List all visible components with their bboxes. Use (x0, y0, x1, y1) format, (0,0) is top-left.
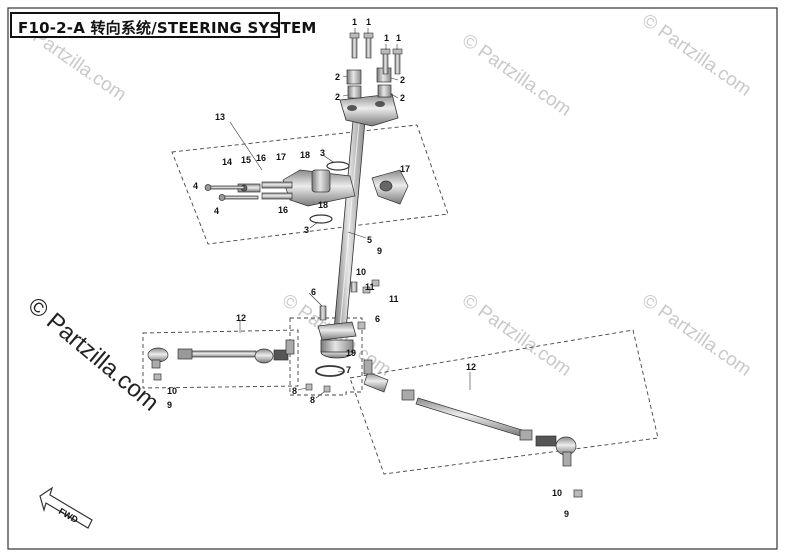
right-tie-rod-group-box (349, 329, 659, 475)
left-tie-rod (147, 339, 295, 381)
handlebar-clamp-plate (339, 93, 399, 127)
callout-12: 12 (236, 313, 246, 323)
page-title: F10-2-A 转向系统/STEERING SYSTEM (18, 19, 317, 37)
callout-1: 1 (396, 33, 401, 43)
page-border (7, 7, 778, 550)
steering-column-shaft (333, 109, 367, 331)
callout-3: 3 (320, 148, 325, 158)
callout-5: 5 (367, 235, 372, 245)
callout-3: 3 (304, 225, 309, 235)
callout-4: 4 (214, 206, 219, 216)
callout-11: 11 (365, 282, 375, 292)
callout-8: 8 (292, 386, 297, 396)
callout-10: 10 (167, 386, 177, 396)
title-box: F10-2-A 转向系统/STEERING SYSTEM (10, 12, 316, 38)
callout-14: 14 (222, 157, 232, 167)
callout-2: 2 (335, 72, 340, 82)
callout-17: 17 (400, 164, 410, 174)
callout-19: 19 (346, 348, 356, 358)
callout-6: 6 (375, 314, 380, 324)
callout-1: 1 (352, 17, 357, 27)
column-fasteners (305, 279, 380, 393)
tie-rod-bracket-group-box (171, 124, 449, 245)
handlebar-clamp-blocks (346, 67, 392, 99)
callout-2: 2 (400, 93, 405, 103)
right-tie-rod (363, 359, 583, 498)
callout-11: 11 (389, 294, 399, 304)
leader-lines (229, 28, 471, 399)
callout-1: 1 (366, 17, 371, 27)
callout-17: 17 (276, 152, 286, 162)
callout-15: 15 (241, 155, 251, 165)
lower-bearing-housing (315, 321, 357, 377)
callout-4: 4 (193, 181, 198, 191)
o-ring-lower (309, 214, 333, 224)
callout-16: 16 (256, 153, 266, 163)
callout-12: 12 (466, 362, 476, 372)
o-ring-upper (326, 161, 350, 171)
callout-1: 1 (384, 33, 389, 43)
callout-10: 10 (356, 267, 366, 277)
clamp-bolts (349, 32, 403, 75)
callout-8: 8 (310, 395, 315, 405)
callout-16: 16 (278, 205, 288, 215)
callout-18: 18 (318, 200, 328, 210)
callout-9: 9 (377, 246, 382, 256)
left-tie-rod-group-box (142, 329, 299, 389)
callout-9: 9 (167, 400, 172, 410)
callout-7: 7 (346, 365, 351, 375)
bearing-ring (315, 365, 345, 377)
callout-13: 13 (215, 112, 225, 122)
callout-9: 9 (564, 509, 569, 519)
fwd-arrow (39, 486, 93, 529)
callout-2: 2 (335, 92, 340, 102)
column-lower-group-box (289, 317, 363, 396)
callout-6: 6 (311, 287, 316, 297)
callout-10: 10 (552, 488, 562, 498)
callout-18: 18 (300, 150, 310, 160)
tie-rod-bracket-assembly (204, 169, 409, 207)
callout-2: 2 (400, 75, 405, 85)
fwd-label: FWD (57, 506, 80, 525)
